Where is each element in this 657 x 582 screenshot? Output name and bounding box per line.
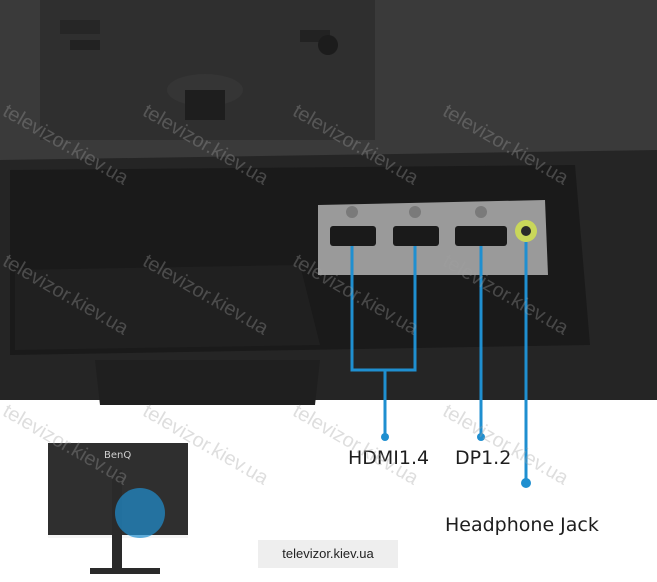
dp-label: DP1.2 [455,447,512,469]
hdmi-icon [409,206,421,218]
site-watermark-badge: televizor.kiev.ua [258,540,398,568]
hdmi-label: HDMI1.4 [348,447,430,469]
hdmi-icon [346,206,358,218]
inset-brand-logo: BenQ [104,450,132,461]
stand-mount-hole [185,90,225,120]
hdmi-port-2 [393,226,439,246]
dp-callout-dot [477,433,485,441]
displayport-port [455,226,507,246]
headphone-callout-dot [521,478,531,488]
vesa-slot [70,40,100,50]
vesa-slot [60,20,100,34]
headphone-label: Headphone Jack [445,514,599,536]
callout-lines [350,242,528,483]
recess-floor [15,265,320,350]
headphone-jack-hole [521,226,531,236]
screw-hole [318,35,338,55]
hdmi-callout-dot [381,433,389,441]
inset-stand-base [90,568,160,574]
stand-neck [95,360,320,405]
inset-highlight-circle [115,488,165,538]
hdmi-port-1 [330,226,376,246]
displayport-icon [475,206,487,218]
